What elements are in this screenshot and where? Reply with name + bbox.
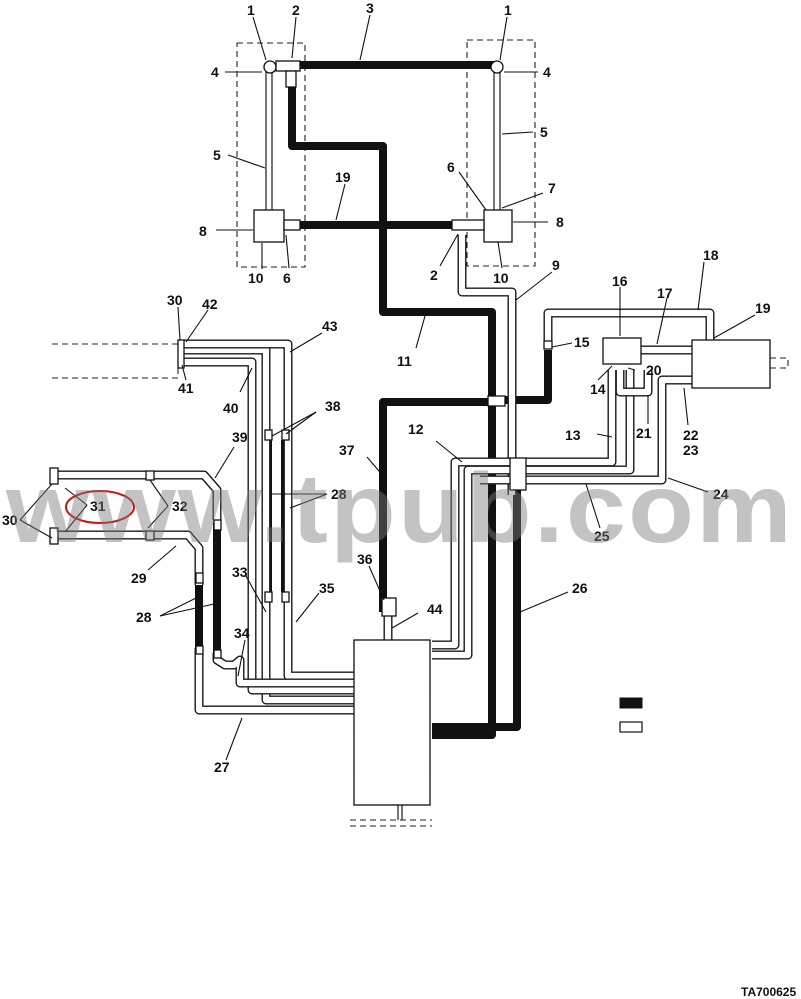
callout-c32: 32 bbox=[172, 498, 188, 514]
callout-c31: 31 bbox=[90, 498, 106, 514]
callout-c24: 24 bbox=[713, 486, 729, 502]
callout-c41: 41 bbox=[178, 380, 194, 396]
callout-c10b: 10 bbox=[493, 270, 509, 286]
callout-c43: 43 bbox=[322, 318, 338, 334]
callout-c37: 37 bbox=[339, 442, 355, 458]
callout-c9: 9 bbox=[552, 257, 560, 273]
callout-c33: 33 bbox=[232, 564, 248, 580]
callout-c12: 12 bbox=[408, 421, 424, 437]
callout-c8a: 8 bbox=[199, 223, 207, 239]
white-hoses bbox=[56, 235, 715, 715]
legend-light-swatch bbox=[619, 721, 643, 733]
callout-c6b: 6 bbox=[283, 270, 291, 286]
callout-c30b: 30 bbox=[2, 512, 18, 528]
callout-c1b: 1 bbox=[504, 2, 512, 18]
callout-c2b: 2 bbox=[430, 267, 438, 283]
callout-c23: 23 bbox=[683, 442, 699, 458]
callout-c4b: 4 bbox=[543, 64, 551, 80]
callout-c27: 27 bbox=[214, 759, 230, 775]
callout-c15: 15 bbox=[574, 334, 590, 350]
callout-c28b: 28 bbox=[136, 609, 152, 625]
watermark-text: www.tpub.com bbox=[5, 453, 794, 563]
callout-c17: 17 bbox=[657, 285, 673, 301]
callout-c25: 25 bbox=[594, 528, 610, 544]
highlight-ellipse bbox=[65, 490, 135, 524]
callout-c10a: 10 bbox=[248, 270, 264, 286]
figure-id: TA700625 bbox=[741, 985, 796, 999]
callout-c5a: 5 bbox=[213, 147, 221, 163]
callout-c19a: 19 bbox=[335, 169, 351, 185]
callout-c4a: 4 bbox=[211, 64, 219, 80]
callout-c8b: 8 bbox=[556, 214, 564, 230]
callout-c19b: 19 bbox=[755, 300, 771, 316]
callout-c20: 20 bbox=[646, 362, 662, 378]
callout-c34: 34 bbox=[234, 625, 250, 641]
callout-c22: 22 bbox=[683, 427, 699, 443]
callout-c36: 36 bbox=[357, 551, 373, 567]
callout-c40: 40 bbox=[223, 400, 239, 416]
callout-c6a: 6 bbox=[447, 159, 455, 175]
callout-c21: 21 bbox=[636, 425, 652, 441]
fittings bbox=[49, 60, 771, 806]
callout-c18: 18 bbox=[703, 247, 719, 263]
callout-c16: 16 bbox=[612, 273, 628, 289]
callout-c26: 26 bbox=[572, 580, 588, 596]
callout-c28a: 28 bbox=[331, 486, 347, 502]
callout-c7: 7 bbox=[548, 180, 556, 196]
callout-c38: 38 bbox=[325, 398, 341, 414]
leader-lines bbox=[19, 14, 756, 761]
legend bbox=[619, 697, 643, 733]
callout-c29: 29 bbox=[131, 570, 147, 586]
callout-c44: 44 bbox=[427, 601, 443, 617]
callout-c2a: 2 bbox=[292, 2, 300, 18]
callout-c30a: 30 bbox=[167, 292, 183, 308]
callout-c11: 11 bbox=[397, 353, 412, 369]
callout-c5b: 5 bbox=[540, 124, 548, 140]
legend-dark-swatch bbox=[619, 697, 643, 709]
callout-c39: 39 bbox=[232, 429, 248, 445]
callout-c42: 42 bbox=[202, 296, 218, 312]
callout-c3: 3 bbox=[366, 0, 374, 16]
callout-c14: 14 bbox=[590, 381, 606, 397]
callout-c13: 13 bbox=[565, 427, 581, 443]
callout-c1a: 1 bbox=[247, 2, 255, 18]
callout-c35: 35 bbox=[319, 580, 335, 596]
callout-labels: 1 2 3 1 4 4 5 5 19 6 7 8 8 10 6 2 10 9 1… bbox=[2, 0, 771, 775]
